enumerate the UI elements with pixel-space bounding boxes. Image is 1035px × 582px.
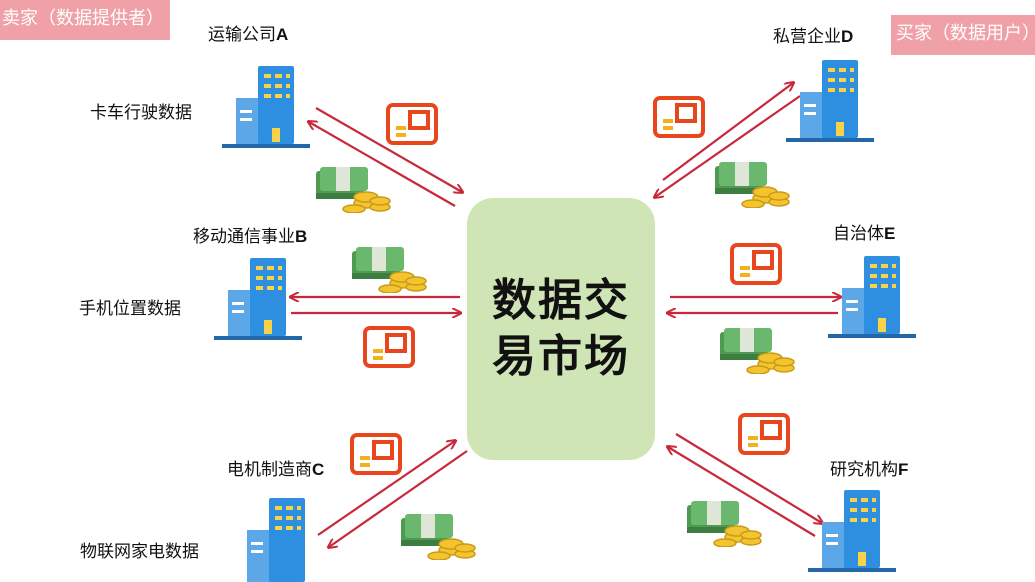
arrow-market-to-f — [675, 433, 822, 523]
data-card-icon — [350, 433, 402, 475]
buyer-f-company: 研究机构 — [830, 460, 898, 480]
seller-a-label: 运输公司A — [208, 20, 288, 45]
arrow-f-to-market — [668, 447, 816, 537]
buyer-e-label: 自治体E — [833, 219, 895, 244]
office-building-icon — [808, 490, 896, 572]
data-card-icon — [386, 103, 438, 145]
buyer-f-letter: F — [898, 460, 909, 479]
buyer-f-label: 研究机构F — [830, 455, 908, 480]
seller-c-letter: C — [312, 460, 325, 479]
data-exchange-market: 数据交易市场 — [467, 198, 655, 460]
seller-c-label: 电机制造商C — [227, 455, 324, 480]
buyer-e-letter: E — [884, 224, 896, 243]
arrow-c-to-market — [317, 441, 455, 536]
seller-b-company: 移动通信事业 — [193, 227, 295, 247]
office-building-icon — [786, 60, 874, 142]
arrow-a-to-market — [315, 107, 462, 192]
money-coins-icon — [720, 328, 795, 374]
arrow-d-to-market — [655, 95, 801, 197]
arrow-market-to-a — [309, 122, 456, 207]
arrow-market-to-d — [662, 83, 793, 181]
office-building-icon — [247, 498, 305, 582]
buyers-tag: 买家（数据用户） — [891, 15, 1035, 55]
buyer-d-company: 私营企业 — [773, 27, 841, 47]
buyer-e-company: 自治体 — [833, 224, 884, 244]
money-coins-icon — [687, 501, 762, 547]
sellers-tag: 卖家（数据提供者） — [0, 0, 170, 40]
office-building-icon — [222, 66, 310, 148]
seller-c-company: 电机制造商 — [227, 460, 312, 480]
seller-b-data: 手机位置数据 — [79, 299, 181, 319]
data-card-icon — [730, 243, 782, 285]
seller-c-data: 物联网家电数据 — [80, 542, 199, 562]
market-title: 数据交易市场 — [492, 275, 630, 382]
seller-a-company: 运输公司 — [208, 25, 276, 45]
data-card-icon — [653, 96, 705, 138]
data-card-icon — [738, 413, 790, 455]
buyer-d-letter: D — [841, 27, 854, 46]
money-coins-icon — [352, 247, 427, 293]
arrow-market-to-c — [329, 450, 468, 547]
seller-a-letter: A — [276, 25, 289, 44]
money-coins-icon — [715, 162, 790, 208]
seller-b-letter: B — [295, 227, 308, 246]
money-coins-icon — [401, 514, 476, 560]
seller-a-data: 卡车行驶数据 — [90, 103, 192, 123]
data-card-icon — [363, 326, 415, 368]
buyer-d-label: 私营企业D — [773, 22, 853, 47]
seller-b-label: 移动通信事业B — [193, 222, 307, 247]
money-coins-icon — [316, 167, 391, 213]
office-building-icon — [214, 258, 302, 340]
office-building-icon — [828, 256, 916, 338]
